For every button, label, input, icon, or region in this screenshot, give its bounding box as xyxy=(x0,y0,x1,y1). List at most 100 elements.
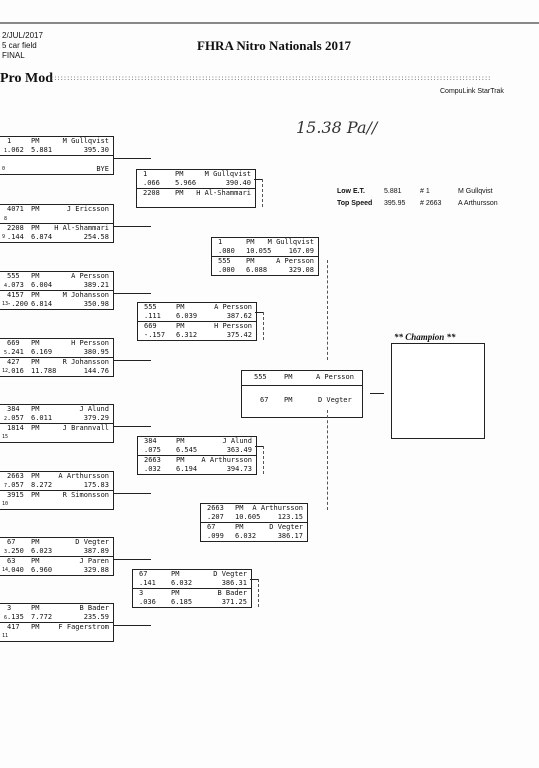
round1-match-8-name: B Bader xyxy=(79,604,109,612)
round1-match-3-opp-mph: 350.98 xyxy=(83,300,109,308)
round2-match-3-opp-cls: PM xyxy=(176,456,185,464)
top-rule xyxy=(0,22,539,24)
event-date: 2/JUL/2017 xyxy=(2,31,43,40)
semifinal-match-1-opp-et: 6.088 xyxy=(246,266,268,274)
round2-match-4-opp-cls: PM xyxy=(171,589,180,597)
round1-match-3-et: 6.004 xyxy=(31,281,53,289)
bracket-line xyxy=(113,293,151,294)
round1-match-3-opp-rt: -.200 xyxy=(7,300,29,308)
round2-match-3-rt: .075 xyxy=(144,446,161,454)
final-to-champion-line xyxy=(370,393,384,394)
round2-match-4-opp: B Bader xyxy=(217,589,247,597)
semifinal-match-1-rt: .080 xyxy=(218,247,235,255)
round1-match-7-mph: 387.89 xyxy=(83,547,109,555)
round2-match-4-opp-mph: 371.25 xyxy=(221,598,247,606)
round2-match-4-mph: 386.31 xyxy=(221,579,247,587)
round2-match-1-num: 1 xyxy=(143,170,148,178)
seed-number: 0 xyxy=(2,166,6,172)
round2-match-1-cls: PM xyxy=(175,170,184,178)
round2-match-3-opp-mph: 394.73 xyxy=(226,465,252,473)
bracket-line xyxy=(254,179,262,180)
top-speed-num: # 2663 xyxy=(420,200,442,207)
final-name: A Persson xyxy=(316,373,354,381)
semifinal-match-2-opp: D Vegter xyxy=(269,523,303,531)
round1-match-5-mph: 379.29 xyxy=(83,414,109,422)
round1-match-7-opp-cls: PM xyxy=(31,557,40,565)
round1-match-3-name: A Persson xyxy=(71,272,109,280)
seed-number: 15 xyxy=(2,434,9,440)
round1-match-8-opp-num: 417 xyxy=(7,623,20,631)
round2-match-4-opp-num: 3 xyxy=(139,589,144,597)
round2-match-1-opp: H Al-Shammari xyxy=(196,189,251,197)
round1-match-7-opp-rt: .040 xyxy=(7,566,24,574)
round2-match-4-opp-et: 6.185 xyxy=(171,598,193,606)
round1-match-1-et: 5.881 xyxy=(31,146,53,154)
round1-match-7-num: 67 xyxy=(7,538,16,546)
round1-match-7-name: D Vegter xyxy=(75,538,109,546)
round1-match-6-cls: PM xyxy=(31,472,40,480)
top-speed-value: 395.95 xyxy=(384,200,406,207)
round2-match-3-opp-et: 6.194 xyxy=(176,465,198,473)
semifinal-match-1-opp-mph: 329.08 xyxy=(288,266,314,274)
semifinal-match-2-opp-et: 6.032 xyxy=(235,532,257,540)
round1-match-8-et: 7.772 xyxy=(31,613,53,621)
round2-match-3-name: J Alund xyxy=(222,437,252,445)
round1-match-2-num: 4071 xyxy=(7,205,24,213)
handwritten-note: 15.38 Pa// xyxy=(296,118,378,137)
seed-number: 3 xyxy=(4,549,8,555)
final-class: PM xyxy=(284,373,293,381)
round1-match-5-name: J Alund xyxy=(79,405,109,413)
bracket-dash xyxy=(263,312,264,340)
round2-match-2-opp-num: 669 xyxy=(144,322,157,330)
round1-match-2-cls: PM xyxy=(31,205,40,213)
seed-number: 9 xyxy=(2,234,6,240)
round1-match-4-name: H Persson xyxy=(71,339,109,347)
semifinal-match-1-name: M Gullqvist xyxy=(267,238,314,246)
bracket-line xyxy=(250,579,258,580)
seed-number: 2 xyxy=(4,416,8,422)
semifinal-match-1-opp-cls: PM xyxy=(246,257,255,265)
round1-match-2-opp-mph: 254.58 xyxy=(83,233,109,241)
final-box: 555 PM A Persson 67 PM D Vegter xyxy=(241,370,363,418)
round2-match-1-mph: 390.40 xyxy=(225,179,251,187)
round2-match-4-num: 67 xyxy=(139,570,148,578)
round1-match-3-opp-num: 4157 xyxy=(7,291,24,299)
round1-match-4-mph: 380.95 xyxy=(83,348,109,356)
round2-match-1-rt: .066 xyxy=(143,179,160,187)
round2-match-2-name: A Persson xyxy=(214,303,252,311)
seed-number: 10 xyxy=(2,501,9,507)
round1-match-8-num: 3 xyxy=(7,604,12,612)
round1-match-3-rt: .073 xyxy=(7,281,24,289)
bracket-line xyxy=(113,493,151,494)
round1-match-5-cls: PM xyxy=(31,405,40,413)
round1-match-8-rt: .135 xyxy=(7,613,24,621)
round2-match-2-et: 6.039 xyxy=(176,312,198,320)
round1-match-5-opp-cls: PM xyxy=(31,424,40,432)
round2-match-1-opp-num: 2208 xyxy=(143,189,160,197)
seed-number: 14 xyxy=(2,567,9,573)
final-opp-num: 67 xyxy=(260,396,269,404)
round1-match-4-opp-mph: 144.76 xyxy=(83,367,109,375)
round1-match-1-name: M Gullqvist xyxy=(62,137,109,145)
low-et-label: Low E.T. xyxy=(337,188,365,195)
round1-match-4-et: 6.169 xyxy=(31,348,53,356)
seed-number: 1 xyxy=(4,148,8,154)
round2-match-4-rt: .141 xyxy=(139,579,156,587)
round-label: FINAL xyxy=(2,51,25,60)
round1-match-6-opp: R Simonsson xyxy=(62,491,109,499)
semifinal-match-1-opp-rt: .000 xyxy=(218,266,235,274)
round1-match-7-opp: J Paren xyxy=(79,557,109,565)
round1-match-8-cls: PM xyxy=(31,604,40,612)
final-opp-class: PM xyxy=(284,396,293,404)
bracket-dash xyxy=(262,179,263,207)
round2-match-2-opp-et: 6.312 xyxy=(176,331,198,339)
round2-match-3-mph: 363.49 xyxy=(226,446,252,454)
round1-match-3-opp-cls: PM xyxy=(31,291,40,299)
